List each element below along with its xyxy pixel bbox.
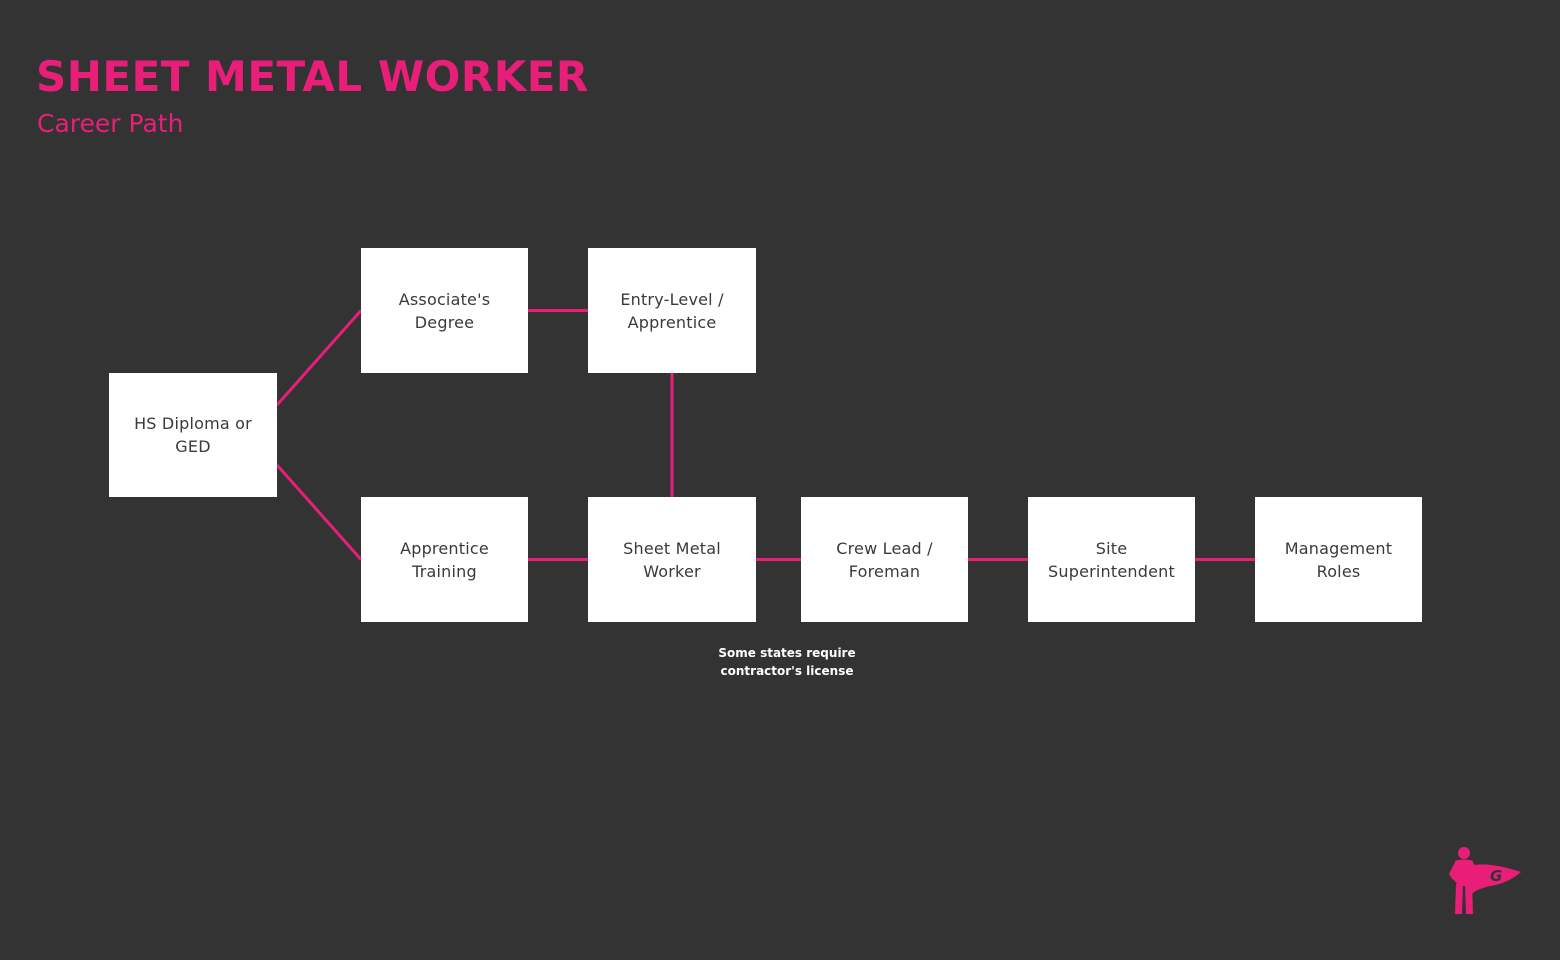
node-label: Associate's Degree	[398, 289, 491, 332]
node-label: Crew Lead / Foreman	[836, 538, 933, 581]
connector-hs_diploma-to-apprentice_training	[275, 464, 363, 561]
node-label: Management Roles	[1284, 538, 1393, 581]
node-associates-degree: Associate's Degree	[361, 248, 528, 373]
node-label: Entry-Level / Apprentice	[620, 289, 724, 332]
license-note: Some states require contractor's license	[718, 646, 856, 678]
node-label: Site Superintendent	[1048, 538, 1175, 581]
node-label: Apprentice Training	[400, 538, 489, 581]
node-management-roles: Management Roles	[1255, 497, 1422, 622]
node-crew-lead-foreman: Crew Lead / Foreman	[801, 497, 968, 622]
node-hs-diploma: HS Diploma or GED	[109, 373, 277, 497]
logo-letter: G	[1490, 867, 1502, 885]
node-site-superintendent: Site Superintendent	[1028, 497, 1195, 622]
node-apprentice-training: Apprentice Training	[361, 497, 528, 622]
page-subtitle: Career Path	[37, 109, 184, 138]
connector-hs_diploma-to-associates_degree	[275, 309, 363, 406]
node-sheet-metal-worker: Sheet Metal Worker	[588, 497, 756, 622]
superhero-mascot-icon: G	[1449, 847, 1521, 914]
node-label: Sheet Metal Worker	[623, 538, 721, 581]
node-label: HS Diploma or GED	[134, 414, 252, 456]
page-title: SHEET METAL WORKER	[36, 52, 589, 101]
node-entry-level-apprentice: Entry-Level / Apprentice	[588, 248, 756, 373]
